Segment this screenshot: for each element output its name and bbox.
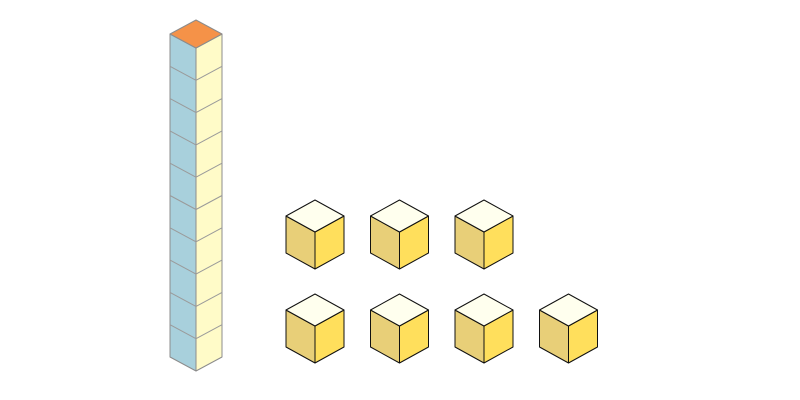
ten-rod-unit-divider bbox=[169, 195, 197, 210]
ten-rod-unit-divider bbox=[169, 130, 197, 146]
unit-cube-top-face bbox=[454, 293, 514, 327]
ten-rod-unit-divider bbox=[169, 291, 197, 307]
ten-rod-unit-divider bbox=[195, 324, 223, 340]
ten-rod-top-face bbox=[169, 19, 223, 49]
unit-cube bbox=[454, 293, 514, 364]
ten-rod-unit-divider bbox=[169, 227, 197, 243]
unit-cubes-group bbox=[285, 199, 598, 364]
unit-cube-top-face bbox=[539, 293, 598, 327]
ten-rod-unit-divider bbox=[195, 259, 223, 275]
unit-cube bbox=[539, 293, 598, 364]
ten-rod-unit-divider bbox=[195, 98, 223, 114]
ten-rod-unit-divider bbox=[169, 324, 197, 340]
unit-cube bbox=[285, 293, 345, 364]
unit-cube-top-face bbox=[285, 293, 345, 327]
unit-cube bbox=[454, 199, 514, 270]
ten-rod-unit-divider bbox=[195, 130, 223, 146]
ten-rod-unit-divider bbox=[169, 162, 197, 178]
ten-rod bbox=[169, 19, 223, 372]
ten-rod-unit-divider bbox=[195, 162, 223, 178]
ten-rod-unit-divider bbox=[169, 259, 197, 275]
unit-cube-top-face bbox=[285, 199, 345, 233]
ten-rod-unit-divider bbox=[195, 227, 223, 243]
ten-rod-unit-divider bbox=[195, 195, 223, 210]
ten-rod-unit-divider bbox=[169, 65, 197, 81]
unit-cube-top-face bbox=[370, 199, 429, 233]
unit-cube-top-face bbox=[454, 199, 514, 233]
ten-rod-unit-divider bbox=[195, 65, 223, 81]
unit-cube bbox=[285, 199, 345, 270]
ten-rod-unit-divider bbox=[195, 291, 223, 307]
unit-cube bbox=[370, 293, 429, 364]
unit-cube bbox=[370, 199, 429, 270]
ten-rod-unit-divider bbox=[169, 98, 197, 114]
unit-cube-top-face bbox=[370, 293, 429, 327]
